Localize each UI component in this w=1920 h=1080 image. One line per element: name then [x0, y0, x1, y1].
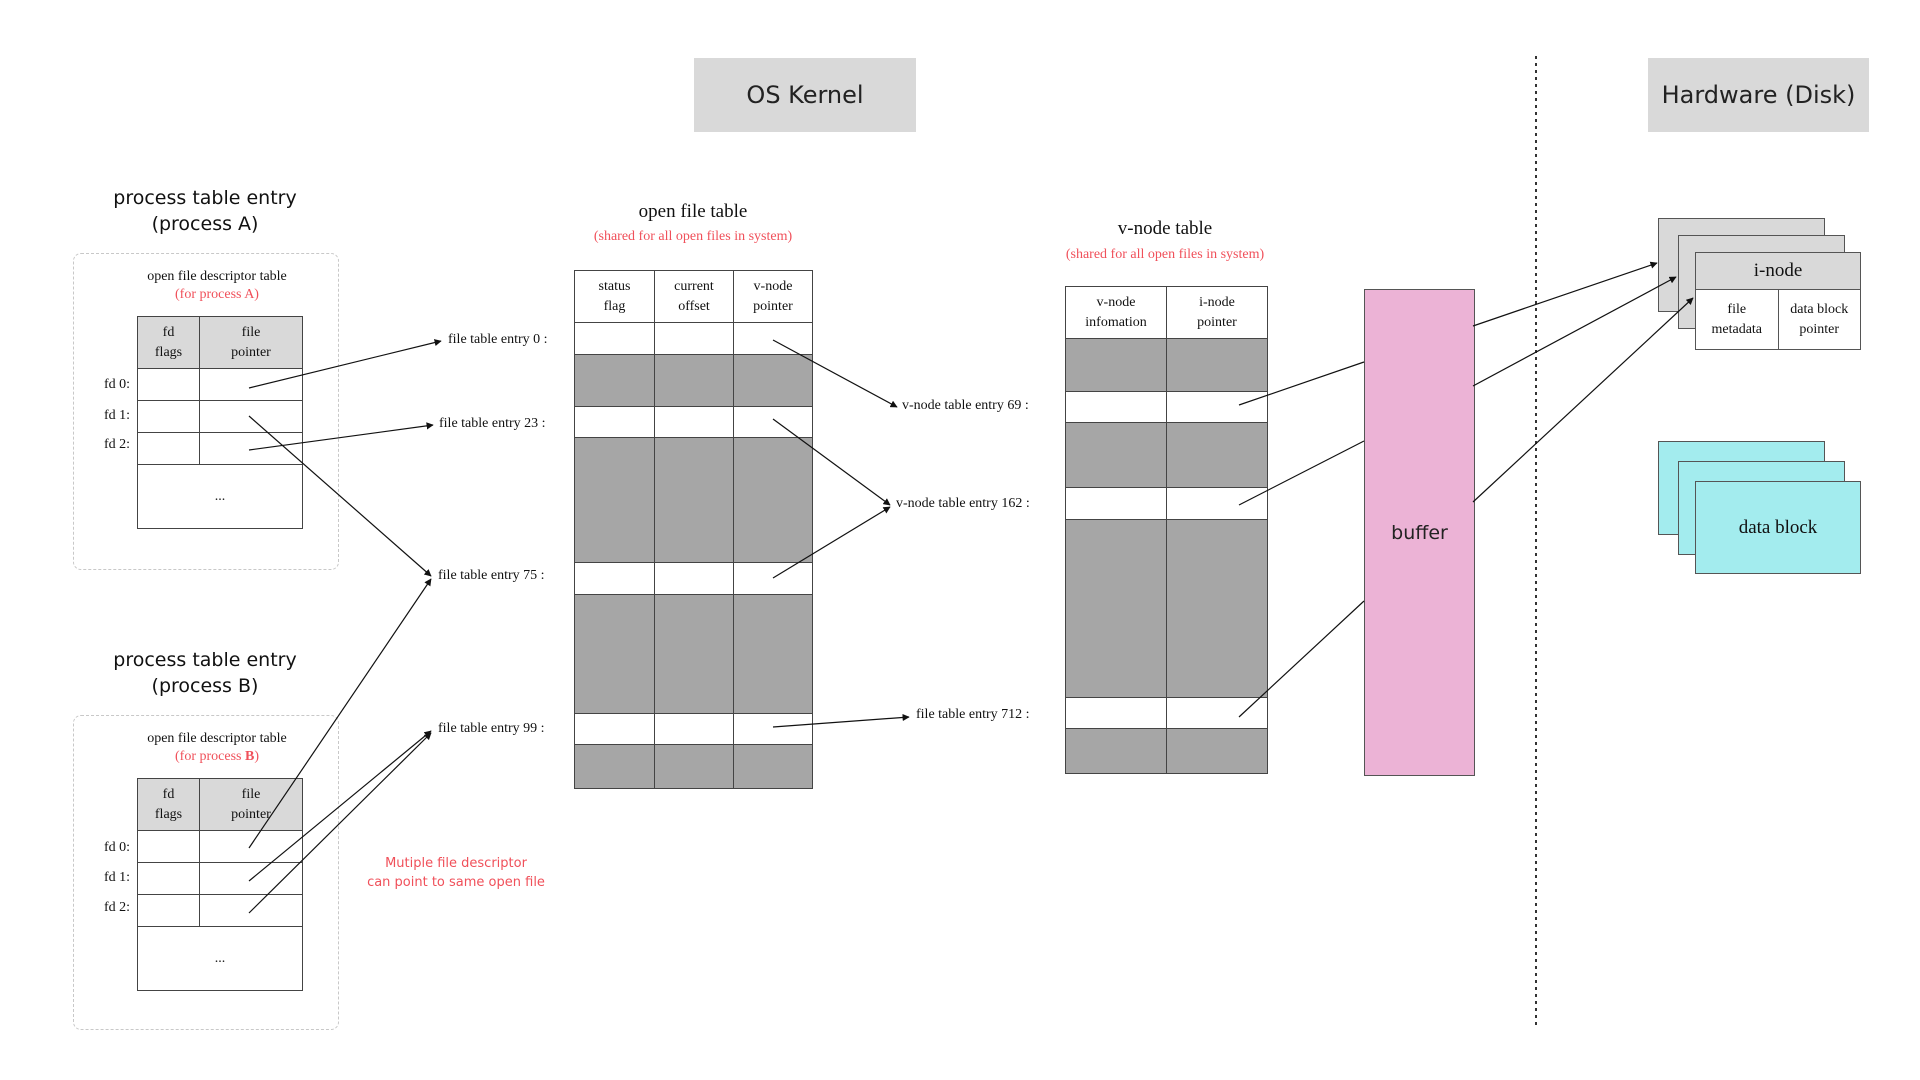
arrow-buffer-inode-3 [1472, 297, 1694, 503]
arrow-entry99-entry712 [772, 713, 910, 728]
process-a-fd-title-text: open file descriptor table [147, 269, 287, 284]
arrow-buffer-inode-2 [1472, 276, 1677, 387]
arrow-a-fd0 [248, 339, 442, 389]
process-a-title: process table entry (process A) [75, 185, 335, 237]
pointer-cell [199, 830, 303, 863]
process-b-fd2-label: fd 2: [103, 900, 130, 915]
file-table-entry-0-label: file table entry 0 : [448, 332, 548, 347]
arrow-b-fd2 [248, 732, 432, 914]
table-row [574, 562, 813, 595]
process-b-fd-title-text: open file descriptor table [147, 731, 287, 746]
process-b-title: process table entry (process B) [75, 647, 335, 699]
table-row [574, 437, 813, 563]
table-row [1065, 697, 1268, 729]
file-table-entry-23-label: file table entry 23 : [439, 416, 546, 431]
table-row [1065, 487, 1268, 520]
arrow-entry23-vnode162 [772, 418, 891, 506]
data-block-card: data block [1695, 481, 1861, 574]
table-row [1065, 422, 1268, 488]
buffer-block: buffer [1364, 289, 1475, 776]
process-a-fd1-label: fd 1: [103, 408, 130, 423]
ellipsis-cell: ... [137, 926, 303, 991]
vnode-entry-69-label: v-node table entry 69 : [902, 398, 1029, 413]
arrow-b-fd1 [248, 730, 432, 882]
fd-cell [137, 400, 200, 433]
table-row [1065, 391, 1268, 423]
process-a-box [73, 253, 339, 570]
table-row [574, 354, 813, 407]
note-line1: Mutiple file descriptor [385, 856, 527, 871]
fd-cell [137, 894, 200, 927]
process-a-title-line2: (process A) [151, 213, 259, 235]
arrow-buffer-inode-1 [1472, 261, 1658, 327]
process-b-fd1-label: fd 1: [103, 870, 130, 885]
process-a-fd-subtitle: (for process A) [175, 287, 259, 302]
vnode-table-title: v-node table [1117, 218, 1213, 239]
process-a-fd0-label: fd 0: [103, 377, 130, 392]
hardware-disk-label: Hardware (Disk) [1648, 58, 1869, 132]
line-vnode69-buffer [1238, 361, 1365, 406]
line-712-buffer [1238, 600, 1365, 718]
file-table-entry-99-label: file table entry 99 : [438, 721, 545, 736]
vnode-entry-712-label: file table entry 712 : [916, 707, 1030, 722]
fd-cell [137, 368, 200, 401]
arrow-b-fd0 [248, 578, 432, 849]
table-row [1065, 519, 1268, 698]
table-row [574, 322, 813, 355]
table-row [574, 744, 813, 789]
pointer-cell [199, 894, 303, 927]
note-line2: can point to same open file [367, 875, 545, 890]
arrow-a-fd1 [248, 415, 432, 577]
inode-title: i-node [1696, 253, 1860, 290]
arrow-entry75-vnode162 [772, 506, 891, 579]
table-row [1065, 728, 1268, 774]
process-a-fd2-label: fd 2: [103, 437, 130, 452]
file-table-entry-75-label: file table entry 75 : [438, 568, 545, 583]
os-kernel-label: OS Kernel [694, 58, 916, 132]
vnode-entry-162-label: v-node table entry 162 : [896, 496, 1030, 511]
process-a-fd-table-title: open file descriptor table (for process … [75, 268, 359, 304]
pointer-cell [199, 400, 303, 433]
process-b-fd0-label: fd 0: [103, 840, 130, 855]
pointer-cell [199, 862, 303, 895]
arrow-entry0-vnode69 [772, 339, 898, 408]
vnode-table-subtitle: (shared for all open files in system) [1065, 247, 1265, 262]
process-b-fd-table-title: open file descriptor table (for process … [75, 730, 359, 766]
process-b-title-line1: process table entry [113, 649, 297, 671]
process-b-title-line2: (process B) [151, 675, 259, 697]
pointer-cell [199, 368, 303, 401]
fd-cell [137, 432, 200, 465]
multiple-fd-note: Mutiple file descriptor can point to sam… [356, 854, 556, 892]
ellipsis-cell: ... [137, 464, 303, 529]
process-b-box [73, 715, 339, 1030]
process-a-title-line1: process table entry [113, 187, 297, 209]
process-b-fd-subtitle: (for process B) [175, 749, 259, 764]
table-row [574, 594, 813, 714]
line-vnode162-buffer [1238, 440, 1365, 506]
open-file-table-title: open file table [638, 201, 748, 222]
arrow-a-fd2 [248, 422, 434, 451]
table-row [574, 713, 813, 745]
open-file-table-subtitle: (shared for all open files in system) [593, 229, 793, 244]
